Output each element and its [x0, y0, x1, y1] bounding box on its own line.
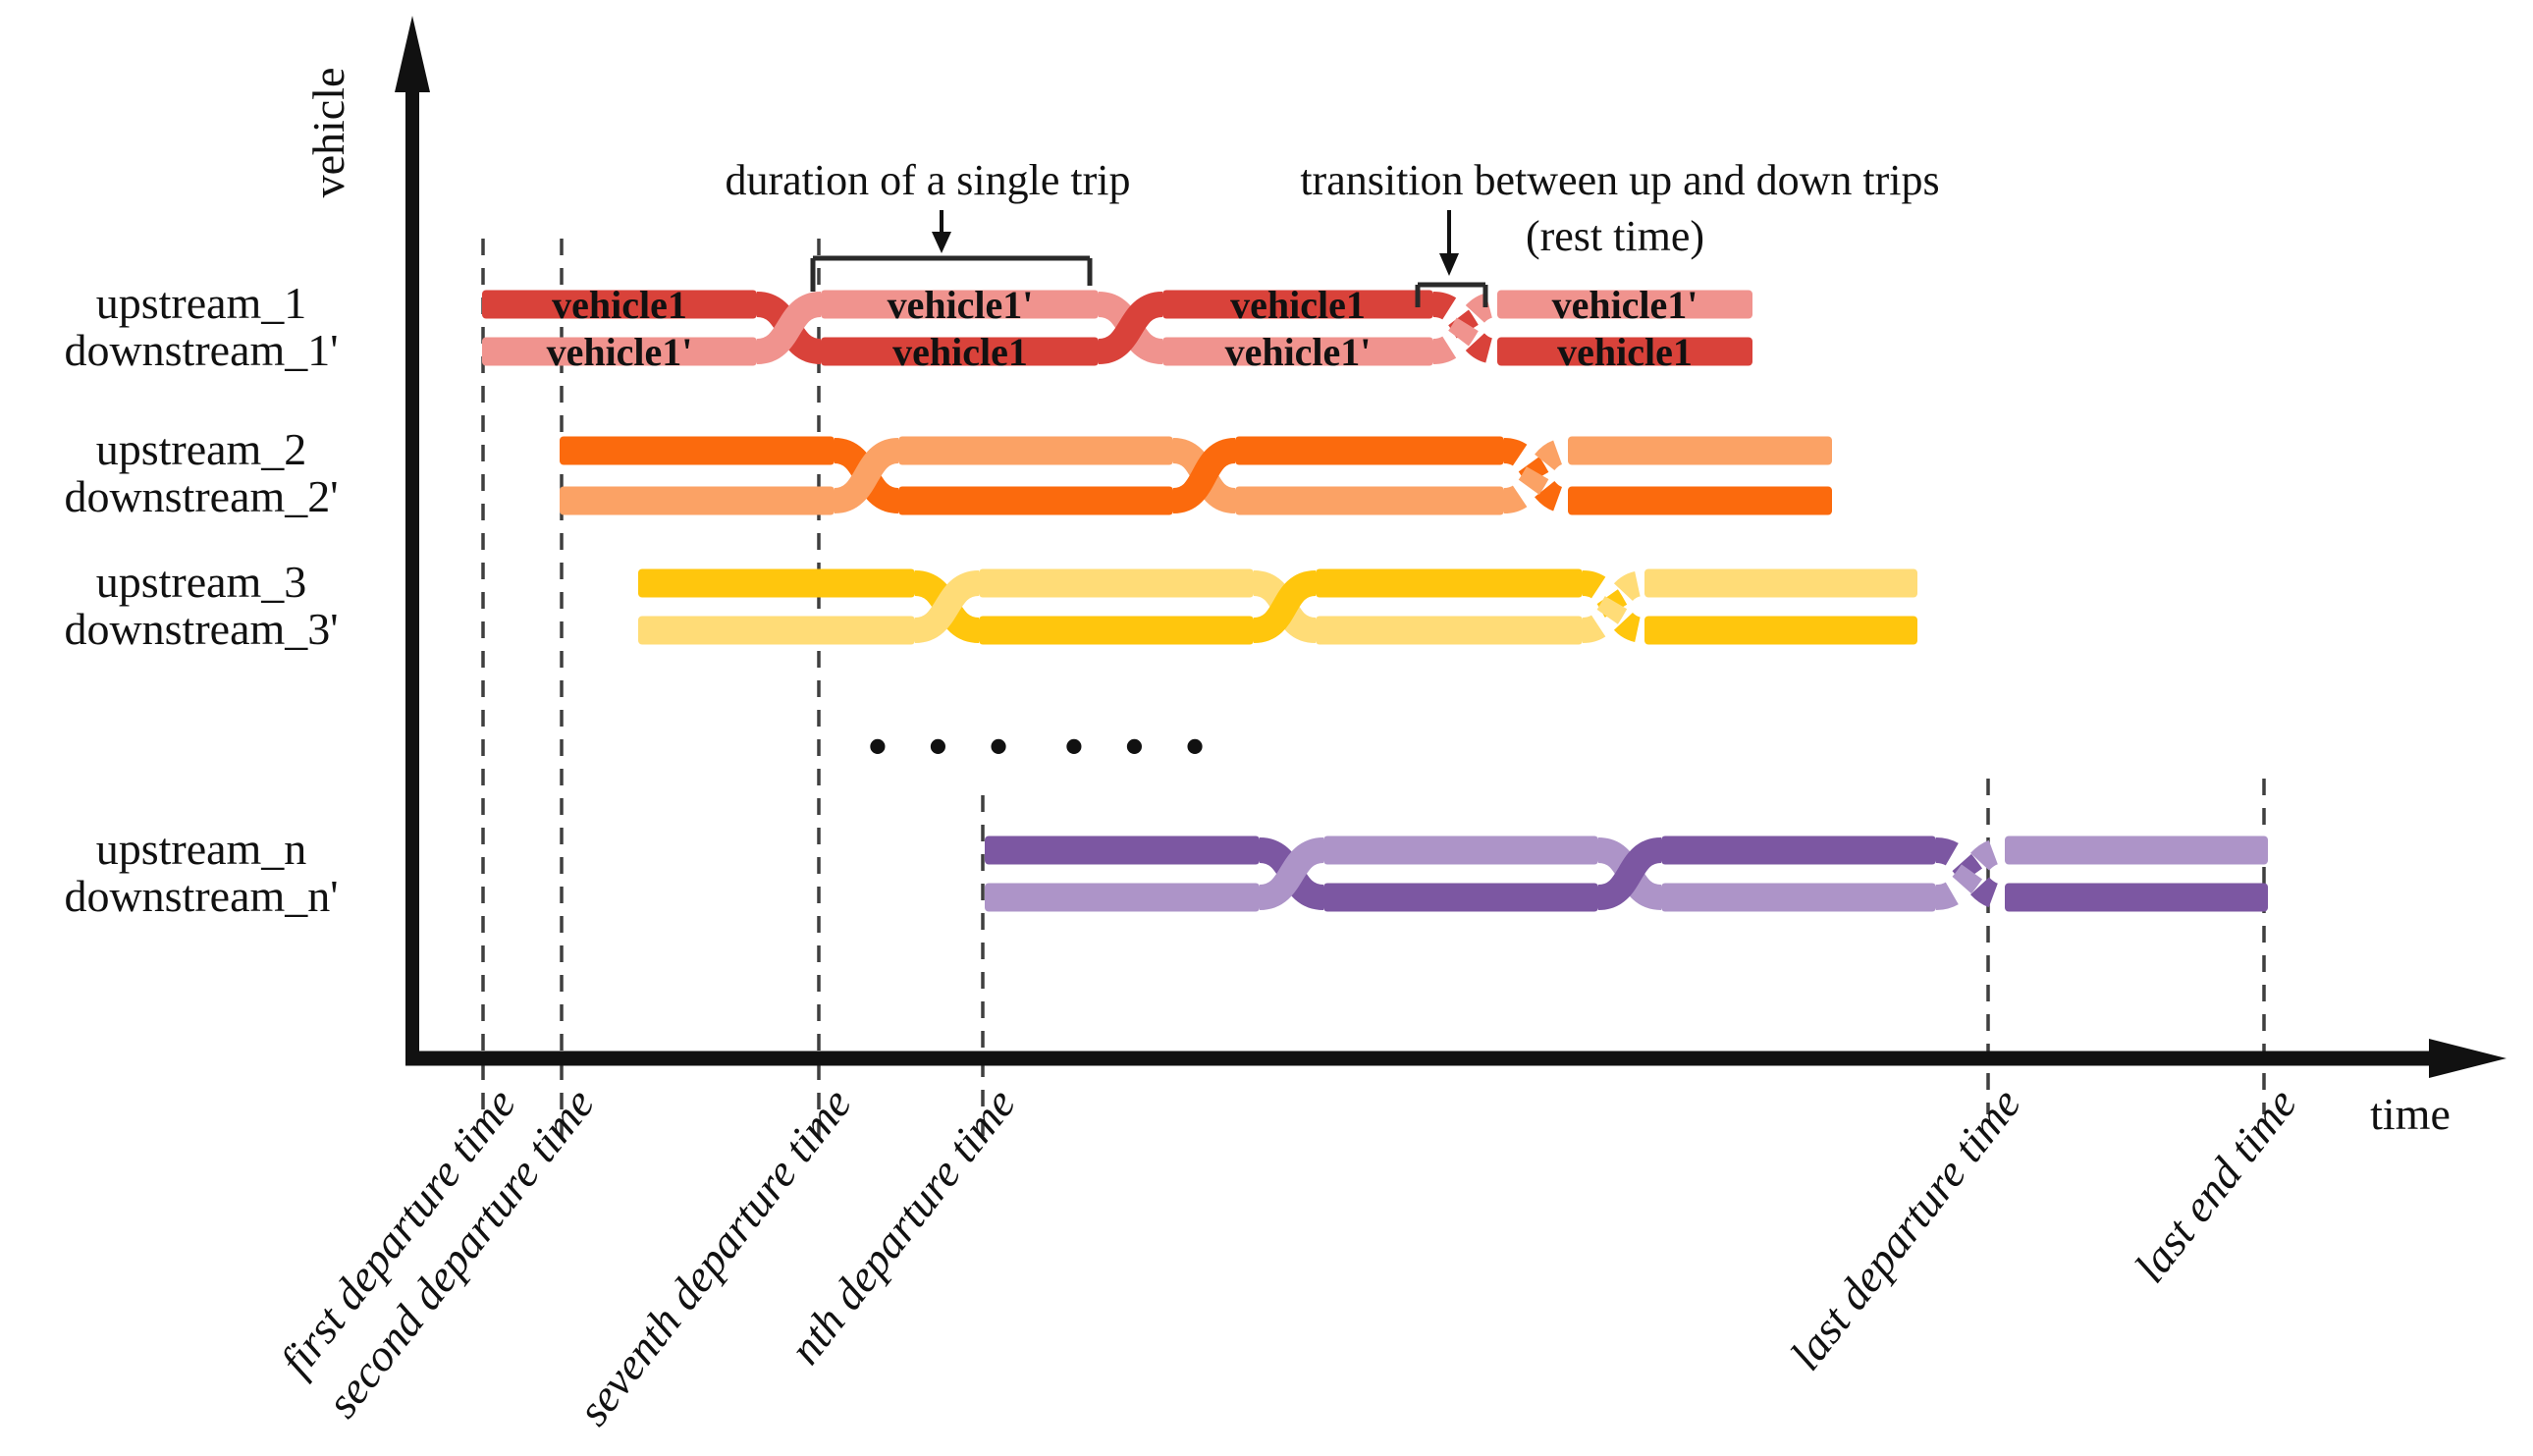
- row-label-upstream-1: upstream_1: [96, 278, 307, 328]
- bar-label: vehicle1': [1552, 283, 1698, 327]
- duration-annotation: duration of a single trip: [725, 156, 1131, 292]
- tick-last-end-time: last end time: [2125, 1079, 2306, 1292]
- row-label-downstream-3: downstream_3': [64, 604, 338, 654]
- trip-crossover: [913, 570, 981, 643]
- duration-bracket: [810, 255, 1093, 292]
- trip-segment: [1316, 616, 1583, 645]
- trip-segment: [1323, 883, 1598, 912]
- trip-segment: [1235, 436, 1504, 465]
- transition-arrowhead: [1439, 253, 1459, 276]
- trip-segment: [2005, 883, 2268, 912]
- bar-label: vehicle1: [892, 330, 1028, 374]
- y-axis-label: vehicle: [303, 68, 353, 198]
- row-label-upstream-3: upstream_3: [96, 557, 307, 607]
- trip-segment: [1323, 836, 1598, 865]
- trip-crossover: [1258, 837, 1325, 910]
- trip-segment: [821, 337, 1099, 366]
- transition-annotation-text: transition between up and down trips: [1300, 156, 1939, 204]
- bar-label: vehicle1': [1225, 330, 1372, 374]
- y-axis: [395, 16, 430, 1064]
- bar-label: vehicle1: [1557, 330, 1693, 374]
- trip-segment: [1162, 290, 1433, 319]
- trip-segment: [1316, 568, 1583, 598]
- trip-segment: [979, 616, 1254, 645]
- row-label-downstream-n: downstream_n': [64, 871, 338, 921]
- tick-last-departure-time: last departure time: [1780, 1079, 2030, 1379]
- duration-arrowhead: [932, 232, 951, 253]
- bar-label: vehicle1': [888, 283, 1034, 327]
- trip-segment: [1497, 290, 1752, 319]
- tick-seventh-departure-time: seventh departure time: [567, 1079, 861, 1434]
- trip-segment: [638, 568, 915, 598]
- trip-segment: [638, 616, 915, 645]
- trip-segment: [560, 436, 835, 465]
- trip-segment: [1497, 337, 1752, 366]
- x-axis: [405, 1039, 2506, 1078]
- row-label-upstream-n: upstream_n: [96, 824, 307, 874]
- trip-segment: [560, 486, 835, 515]
- bar-label: vehicle1: [552, 283, 687, 327]
- x-axis-label: time: [2370, 1089, 2451, 1139]
- rest-time-annotation-text: (rest time): [1526, 212, 1704, 260]
- trip-crossover: [755, 292, 823, 364]
- rest-transition-crossover: [1502, 438, 1570, 513]
- trip-segment: [482, 337, 757, 366]
- vehicle-row-n: [985, 836, 2268, 912]
- trip-crossover: [1252, 570, 1318, 643]
- x-axis-arrowhead: [2429, 1039, 2506, 1078]
- trip-segment: [1235, 486, 1504, 515]
- bar-label: vehicle1': [547, 330, 693, 374]
- trip-segment: [1661, 836, 1936, 865]
- rows-ellipsis: • • •: [1064, 717, 1213, 778]
- trip-crossover: [1596, 837, 1663, 910]
- trip-segment: [482, 290, 757, 319]
- rows-ellipsis: • • •: [868, 717, 1017, 778]
- vehicle-row-2: [560, 436, 1832, 515]
- vehicle-row-1: vehicle1 vehicle1' vehicle1 vehicle1' ve…: [482, 283, 1752, 374]
- trip-segment: [1568, 486, 1832, 515]
- transition-annotation: transition between up and down trips (re…: [1300, 156, 1940, 307]
- duration-annotation-text: duration of a single trip: [725, 156, 1130, 204]
- trip-segment: [1644, 568, 1917, 598]
- trip-segment: [898, 486, 1173, 515]
- y-axis-arrowhead: [395, 16, 430, 92]
- trip-segment: [2005, 836, 2268, 865]
- row-label-upstream-2: upstream_2: [96, 424, 307, 474]
- row-label-downstream-1: downstream_1': [64, 325, 338, 375]
- trip-segment: [898, 436, 1173, 465]
- departure-time-gridlines: [481, 239, 2266, 1139]
- trip-crossover: [833, 438, 900, 513]
- transition-bracket: [1415, 282, 1488, 307]
- trip-segment: [1568, 436, 1832, 465]
- row-label-downstream-2: downstream_2': [64, 471, 338, 521]
- vehicle-row-3: [638, 568, 1917, 645]
- trip-crossover: [1171, 438, 1237, 513]
- trip-segment: [985, 836, 1260, 865]
- trip-segment: [985, 883, 1260, 912]
- trip-segment: [821, 290, 1099, 319]
- trip-segment: [979, 568, 1254, 598]
- trip-crossover: [1097, 292, 1164, 364]
- trip-segment: [1644, 616, 1917, 645]
- rest-transition-crossover: [1581, 570, 1646, 643]
- bar-label: vehicle1: [1230, 283, 1366, 327]
- trip-segment: [1162, 337, 1433, 366]
- trip-segment: [1661, 883, 1936, 912]
- rest-transition-crossover: [1934, 837, 2007, 910]
